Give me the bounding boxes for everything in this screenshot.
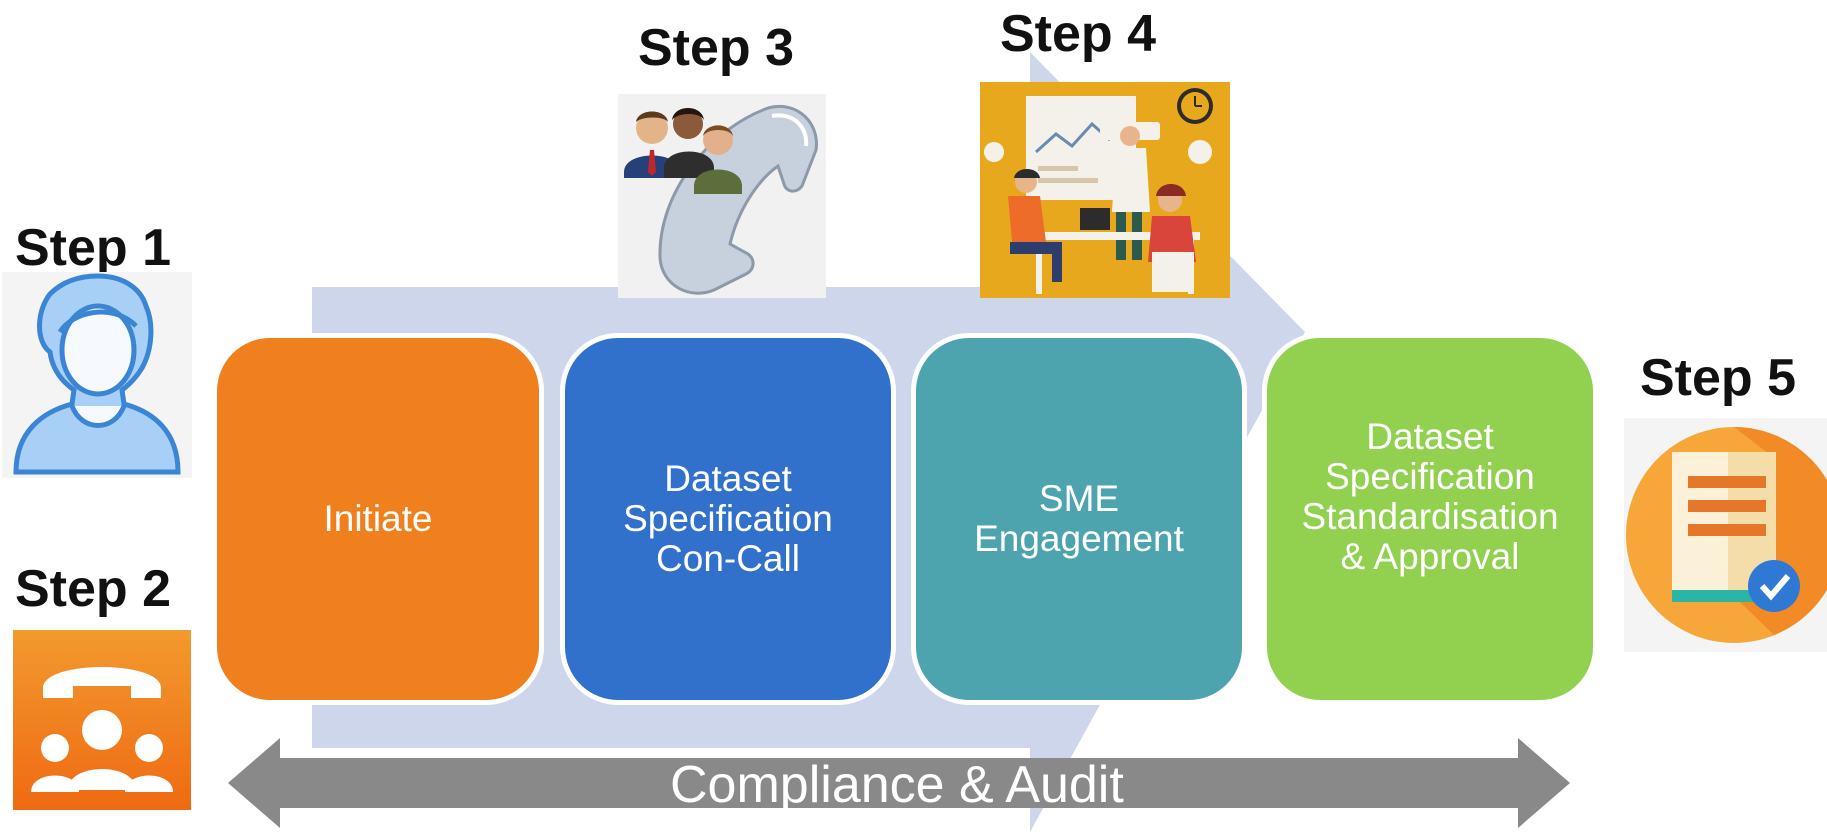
process-box-standardisation: Dataset Specification Standardisation & … — [1262, 333, 1598, 705]
step-2-label: Step 2 — [15, 560, 172, 618]
step-1-label: Step 1 — [15, 219, 172, 277]
conference-call-icon — [13, 630, 191, 810]
process-box-con-call: Dataset Specification Con-Call — [560, 333, 896, 705]
process-box-text: Dataset — [1366, 416, 1494, 458]
process-box-text: & Approval — [1340, 535, 1520, 577]
compliance-audit-label: Compliance & Audit — [670, 756, 1124, 814]
telephone-team-icon — [618, 94, 826, 298]
person-icon — [2, 272, 192, 478]
process-box-text: Initiate — [323, 498, 433, 540]
process-box-text: Engagement — [974, 518, 1184, 559]
process-box-text: SME — [1038, 478, 1120, 520]
process-box-text: Specification — [1325, 456, 1535, 498]
process-box-sme-engagement: SME Engagement — [911, 333, 1247, 705]
process-box-initiate: Initiate — [212, 333, 544, 705]
process-box-text: Specification — [623, 498, 833, 540]
step-5-label: Step 5 — [1640, 349, 1797, 407]
step-4-label: Step 4 — [1000, 5, 1157, 63]
team-meeting-icon — [980, 82, 1230, 298]
process-box-text: Standardisation — [1301, 496, 1559, 537]
process-box-text: Con-Call — [656, 537, 800, 579]
process-box-text: Dataset — [664, 458, 792, 500]
approved-document-icon — [1624, 418, 1827, 652]
step-3-label: Step 3 — [638, 19, 795, 77]
